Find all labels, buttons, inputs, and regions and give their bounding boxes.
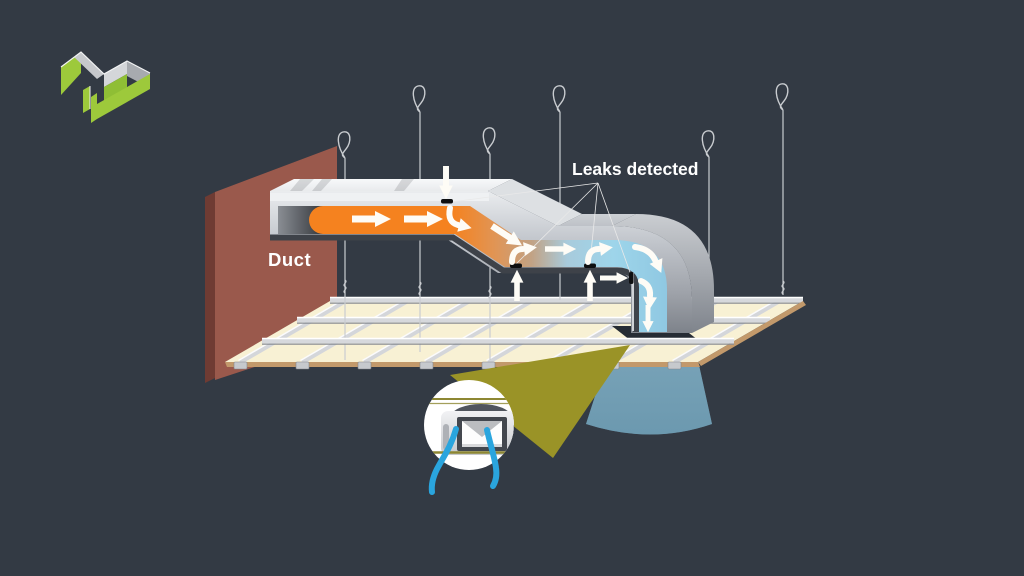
logo-top-band: [74, 52, 104, 79]
runner-back: [330, 296, 803, 304]
logo-bottom-wall: [97, 74, 150, 119]
diffuser-detail: [424, 398, 514, 455]
wall-edge: [205, 192, 215, 383]
air-stream-left: [428, 426, 459, 495]
leak-marker-top: [441, 199, 453, 204]
magnifier-beam: [450, 345, 630, 458]
suspension-wire: [775, 83, 789, 295]
logo-notch-b: [91, 93, 97, 123]
logo-left-wall: [61, 52, 81, 95]
cross-tees: [238, 298, 781, 365]
runner-front: [262, 337, 734, 345]
duct-elbow-side-face: [612, 214, 714, 333]
diffuser-cone-flap: [462, 421, 502, 437]
leaks-detected-label: Leaks detected: [572, 159, 698, 179]
logo-valley-face: [104, 61, 127, 87]
logo-notch-a: [83, 86, 90, 113]
logo-edge-highlight: [60, 51, 151, 75]
ceiling-right-trim: [698, 301, 806, 366]
company-logo: [60, 51, 151, 123]
turbulence-arrows: [446, 205, 658, 299]
diffuser-face-shadow: [462, 444, 502, 447]
metal-streaks: [290, 179, 414, 191]
duct-label: Duct: [268, 249, 311, 270]
leak-marker-side: [629, 272, 634, 284]
cross-tee-highlights: [238, 298, 778, 362]
duct-top-face-slope: [488, 179, 582, 226]
duct-top-face-lower: [558, 214, 636, 226]
magnifier-callout: [424, 380, 514, 495]
vent-air-cone-shade: [586, 356, 712, 435]
airflow-band: [309, 206, 667, 332]
duct-inner-shadow-edge: [270, 234, 639, 332]
air-stream-right: [484, 427, 500, 489]
airflow-arrows: [352, 166, 668, 333]
leak-markers: [441, 199, 634, 284]
